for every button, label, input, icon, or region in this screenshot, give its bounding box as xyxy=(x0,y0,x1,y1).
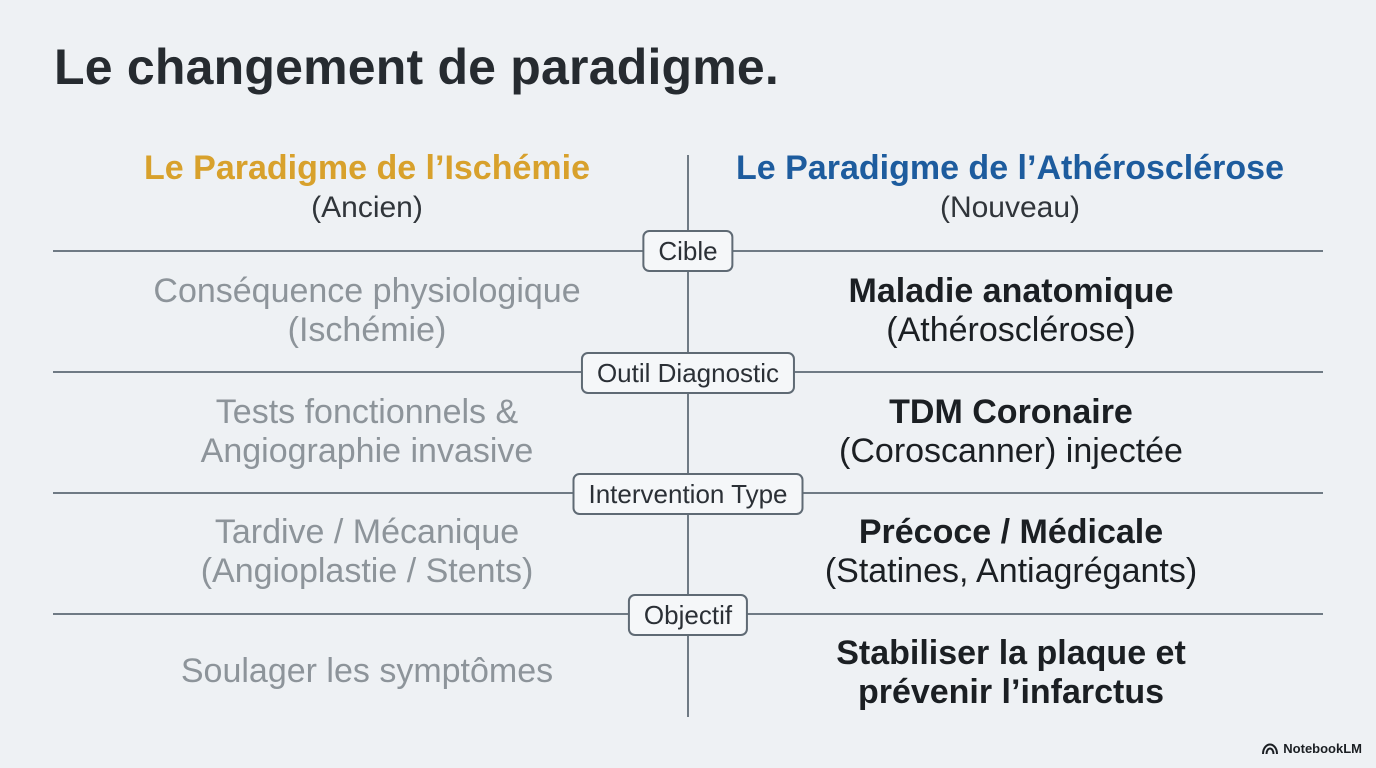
column-header-new: Le Paradigme de l’Athérosclérose (Nouvea… xyxy=(700,148,1320,228)
row-label-intervention-type: Intervention Type xyxy=(572,473,804,515)
cell-old-line: Tardive / Mécanique xyxy=(214,513,520,551)
cell-old-line: Angiographie invasive xyxy=(200,432,534,470)
column-title-new: Le Paradigme de l’Athérosclérose xyxy=(736,149,1284,187)
cell-new-normal-line: (Coroscanner) injectée xyxy=(839,432,1183,470)
cell-new-bold-line: prévenir l’infarctus xyxy=(857,673,1165,711)
row-label-objectif: Objectif xyxy=(627,594,749,636)
center-divider xyxy=(687,155,689,717)
cell-old-outil-diagnostic: Tests fonctionnels & Angiographie invasi… xyxy=(57,393,677,471)
cell-new-normal-line: (Athérosclérose) xyxy=(886,311,1136,349)
cell-new-bold-line: Précoce / Médicale xyxy=(858,513,1164,551)
page-title: Le changement de paradigme. xyxy=(54,39,780,95)
cell-old-line: (Ischémie) xyxy=(287,311,447,349)
cell-old-intervention-type: Tardive / Mécanique (Angioplastie / Sten… xyxy=(57,513,677,591)
cell-new-cible: Maladie anatomique (Athérosclérose) xyxy=(701,272,1321,350)
cell-new-bold-line: TDM Coronaire xyxy=(889,393,1133,431)
cell-old-cible: Conséquence physiologique (Ischémie) xyxy=(57,272,677,350)
cell-new-objectif: Stabiliser la plaque et prévenir l’infar… xyxy=(701,634,1321,712)
cell-old-line: Soulager les symptômes xyxy=(180,652,554,690)
column-title-old: Le Paradigme de l’Ischémie xyxy=(144,149,590,187)
brand-watermark: NotebookLM xyxy=(1262,741,1362,756)
cell-old-line: Conséquence physiologique xyxy=(153,272,581,310)
column-subtitle-old: (Ancien) xyxy=(311,191,423,224)
row-label-cible: Cible xyxy=(642,230,734,272)
row-label-outil-diagnostic: Outil Diagnostic xyxy=(580,352,796,394)
column-header-old: Le Paradigme de l’Ischémie (Ancien) xyxy=(57,148,677,228)
cell-new-intervention-type: Précoce / Médicale (Statines, Antiagréga… xyxy=(701,513,1321,591)
brand-name: NotebookLM xyxy=(1283,741,1362,756)
cell-old-objectif: Soulager les symptômes xyxy=(57,652,677,691)
notebooklm-logo-icon xyxy=(1262,742,1279,755)
cell-old-line: Tests fonctionnels & xyxy=(215,393,519,431)
cell-new-bold-line: Maladie anatomique xyxy=(848,272,1174,310)
column-subtitle-new: (Nouveau) xyxy=(939,191,1081,224)
cell-new-normal-line: (Statines, Antiagrégants) xyxy=(824,552,1198,590)
cell-new-bold-line: Stabiliser la plaque et xyxy=(836,634,1186,672)
cell-old-line: (Angioplastie / Stents) xyxy=(200,552,534,590)
cell-new-outil-diagnostic: TDM Coronaire (Coroscanner) injectée xyxy=(701,393,1321,471)
